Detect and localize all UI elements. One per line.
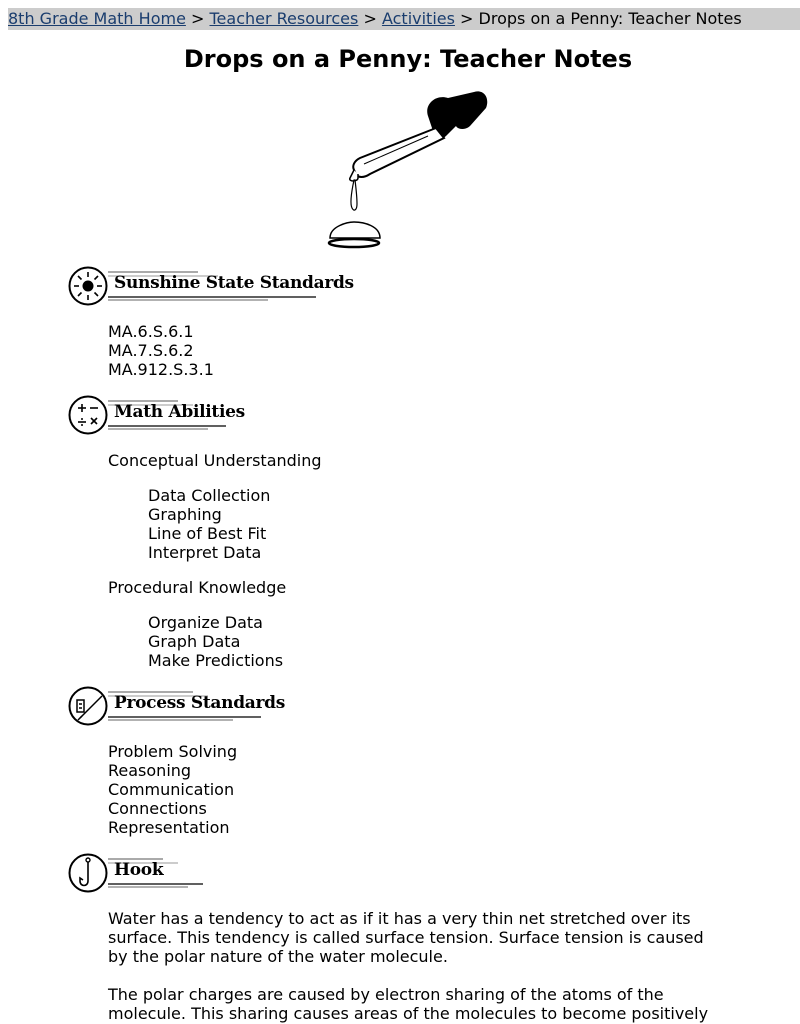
list-item: MA.7.S.6.2 — [108, 341, 194, 360]
list-item: Interpret Data — [148, 543, 262, 562]
section-title: Hook — [114, 860, 164, 880]
breadcrumb-link-home[interactable]: 8th Grade Math Home — [8, 9, 186, 28]
list-item: Make Predictions — [148, 651, 284, 670]
list-item: Data Collection — [148, 486, 271, 505]
list-item: MA.6.S.6.1 — [108, 322, 194, 341]
breadcrumb-separator: > — [460, 9, 474, 28]
breadcrumb: 8th Grade Math Home > Teacher Resources … — [8, 8, 800, 30]
standards-list: MA.6.S.6.1 MA.7.S.6.2 MA.912.S.3.1 — [108, 322, 214, 379]
list-item: MA.912.S.3.1 — [108, 360, 214, 379]
hook-paragraph: The polar charges are caused by electron… — [108, 985, 709, 1023]
list-item: Reasoning — [108, 761, 192, 780]
breadcrumb-separator: > — [191, 9, 205, 28]
list-item: Connections — [108, 799, 207, 818]
process-standards-list: Problem Solving Reasoning Communication … — [108, 742, 237, 837]
breadcrumb-link-activities[interactable]: Activities — [381, 9, 455, 28]
hook-paragraph: Water has a tendency to act as if it has… — [108, 909, 704, 966]
list-item: Communication — [108, 780, 235, 799]
section-title: Math Abilities — [114, 402, 245, 422]
page-title: Drops on a Penny: Teacher Notes — [183, 45, 633, 73]
section-header-sunshine-state-standards: Sunshine State Standards — [68, 264, 354, 308]
math-abilities-list: Conceptual Understanding Data Collection… — [108, 451, 322, 670]
list-item: Organize Data — [148, 613, 263, 632]
eyedropper-icon — [324, 86, 494, 256]
subsection-label: Conceptual Understanding — [108, 451, 322, 470]
section-header-math-abilities: Math Abilities — [68, 393, 245, 437]
section-title: Sunshine State Standards — [114, 273, 354, 293]
breadcrumb-separator: > — [363, 9, 377, 28]
list-item: Graph Data — [148, 632, 241, 651]
breadcrumb-current: Drops on a Penny: Teacher Notes — [478, 9, 742, 28]
section-title: Process Standards — [114, 693, 286, 713]
list-item: Representation — [108, 818, 230, 837]
list-item: Problem Solving — [108, 742, 238, 761]
list-item: Graphing — [148, 505, 222, 524]
subsection-label: Procedural Knowledge — [108, 578, 287, 597]
breadcrumb-link-teacher-resources[interactable]: Teacher Resources — [209, 9, 359, 28]
section-header-process-standards: Process Standards — [68, 684, 285, 728]
list-item: Line of Best Fit — [148, 524, 267, 543]
section-header-hook: Hook — [68, 851, 208, 895]
